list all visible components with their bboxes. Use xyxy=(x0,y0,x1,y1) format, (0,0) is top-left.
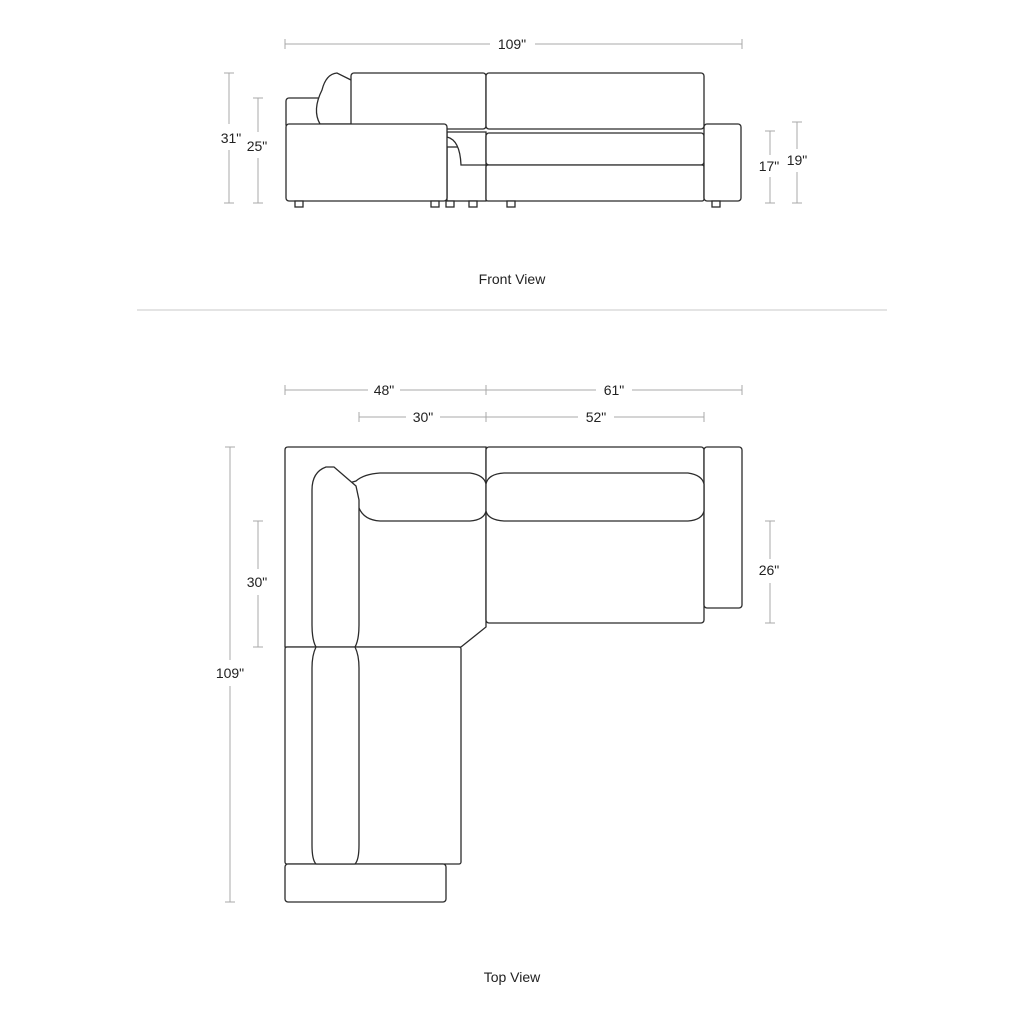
dim-total-width: 109" xyxy=(284,36,743,52)
dim-back-height: 25" xyxy=(247,97,268,204)
dim-seat-height: 17" xyxy=(759,130,780,204)
front-view-caption: Front View xyxy=(479,271,547,287)
dim-label: 109" xyxy=(498,36,526,52)
sofa-front xyxy=(285,72,742,208)
front-view: 109" 31" 25" xyxy=(221,36,808,287)
dim-widths-row1: 48" 61" xyxy=(284,382,743,398)
dim-total-depth: 109" xyxy=(216,446,244,903)
dim-label: 17" xyxy=(759,158,780,174)
dim-seat-depth-left: 30" xyxy=(247,520,268,648)
dim-label: 31" xyxy=(221,130,242,146)
dim-label: 48" xyxy=(374,382,395,398)
dim-label: 30" xyxy=(413,409,434,425)
dim-label: 19" xyxy=(787,152,808,168)
sofa-top xyxy=(284,446,743,903)
top-view: 48" 61" 30" 52" 109" 30" xyxy=(216,382,779,985)
dim-seat-depth-right: 26" xyxy=(759,520,780,624)
dim-label: 25" xyxy=(247,138,268,154)
dim-label: 26" xyxy=(759,562,780,578)
dim-overall-height: 31" xyxy=(221,72,242,204)
dim-label: 109" xyxy=(216,665,244,681)
dim-arm-height: 19" xyxy=(787,121,808,204)
dim-label: 52" xyxy=(586,409,607,425)
dim-label: 61" xyxy=(604,382,625,398)
dim-widths-row2: 30" 52" xyxy=(358,409,705,425)
dim-label: 30" xyxy=(247,574,268,590)
top-view-caption: Top View xyxy=(484,969,541,985)
